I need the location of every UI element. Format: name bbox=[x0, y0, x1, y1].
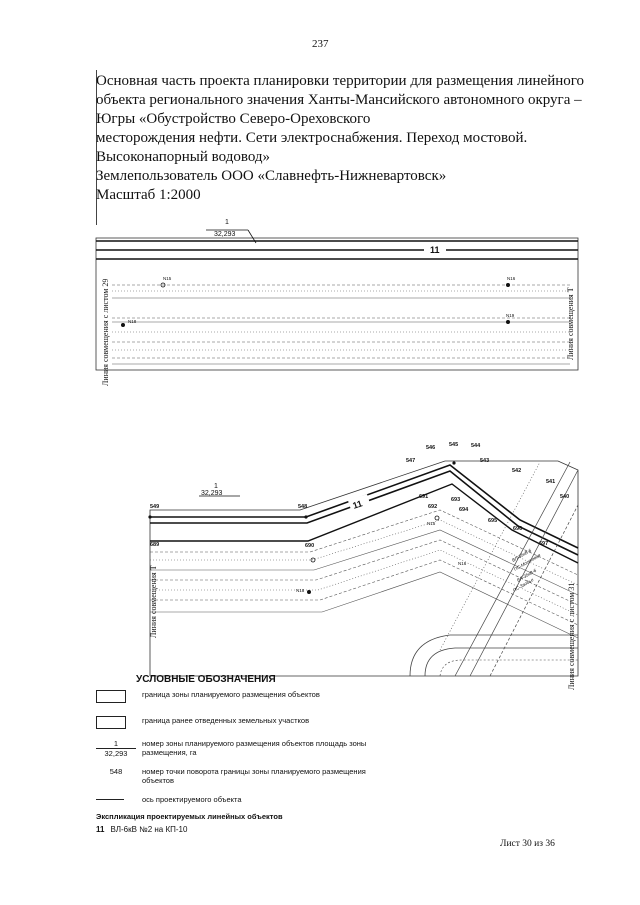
legend-item-text: номер точки поворота границы зоны планир… bbox=[142, 767, 366, 785]
marker-label: N15 bbox=[163, 276, 172, 281]
match-line-label: Линия совмещения с листом 31 bbox=[567, 583, 576, 690]
marker bbox=[307, 590, 311, 594]
zone-area: 32,293 bbox=[201, 490, 223, 497]
point-label: 693 bbox=[451, 497, 460, 503]
zone-number: 1 bbox=[225, 219, 229, 226]
zone-number-symbol: 1 bbox=[113, 739, 119, 748]
point-label: 695 bbox=[488, 518, 497, 524]
explication-row: 11 ВЛ-6кВ №2 на КП-10 bbox=[96, 825, 187, 834]
margin-rule bbox=[96, 70, 97, 225]
legend-item-text: граница ранее отведенных земельных участ… bbox=[142, 716, 310, 725]
legend-item-text: номер зоны планируемого размещения объек… bbox=[142, 739, 367, 757]
point-label: 547 bbox=[406, 458, 415, 464]
point-label: 545 bbox=[449, 442, 458, 448]
point-number-symbol: 548 bbox=[109, 767, 123, 776]
zone-area: 32,293 bbox=[214, 231, 236, 238]
allotted-plot-swatch bbox=[96, 716, 126, 729]
match-line-label: Линия совмещения Т bbox=[566, 287, 575, 360]
page-number: 237 bbox=[312, 38, 329, 50]
axis-line-swatch bbox=[96, 799, 124, 800]
point-label: 543 bbox=[480, 458, 489, 464]
turn-point bbox=[304, 515, 308, 519]
sheet-number: Лист 30 из 36 bbox=[500, 839, 555, 849]
object-number: 11 bbox=[430, 245, 440, 255]
point-label: 548 bbox=[298, 504, 307, 510]
legend: УСЛОВНЫЕ ОБОЗНАЧЕНИЯ bbox=[94, 674, 394, 685]
point-label: 541 bbox=[546, 479, 555, 485]
marker bbox=[121, 323, 125, 327]
turn-point bbox=[148, 515, 152, 519]
point-label: 542 bbox=[512, 468, 521, 474]
legend-item-text: граница зоны планируемого размещения объ… bbox=[142, 690, 320, 699]
point-label: 691 bbox=[419, 494, 428, 500]
marker-label: N16 bbox=[507, 276, 516, 281]
heading-line: Землепользователь ООО «Славнефть-Нижнева… bbox=[96, 168, 447, 184]
heading-line: объекта регионального значения Ханты-Ман… bbox=[96, 92, 582, 108]
point-label: 696 bbox=[513, 526, 522, 532]
marker-label: N15 bbox=[427, 521, 436, 526]
point-label: 692 bbox=[428, 504, 437, 510]
point-label: 540 bbox=[560, 494, 569, 500]
marker-label: N18 bbox=[296, 588, 305, 593]
heading-line: месторождения нефти. Сети электроснабжен… bbox=[96, 130, 528, 146]
point-label: 694 bbox=[459, 507, 469, 513]
object-number: 11 bbox=[351, 498, 363, 510]
explication-title: Экспликация проектируемых линейных объек… bbox=[96, 812, 283, 821]
zone-boundary-swatch bbox=[96, 690, 126, 703]
heading-line: Основная часть проекта планировки террит… bbox=[96, 73, 585, 89]
document-heading: Основная часть проекта планировки террит… bbox=[96, 72, 596, 205]
point-label: 697 bbox=[539, 541, 548, 547]
zone-area-symbol: 32,293 bbox=[96, 748, 136, 758]
explication-number: 11 bbox=[96, 825, 105, 834]
marker bbox=[160, 282, 166, 288]
marker bbox=[506, 283, 510, 287]
turn-point bbox=[452, 461, 456, 465]
point-label: 689 bbox=[150, 542, 159, 548]
marker-label: N16 bbox=[458, 561, 467, 566]
legend-title: УСЛОВНЫЕ ОБОЗНАЧЕНИЯ bbox=[136, 674, 276, 685]
heading-line: Югры «Обустройство Северо-Ореховского bbox=[96, 111, 371, 127]
marker bbox=[310, 557, 316, 563]
heading-line: Масштаб 1:2000 bbox=[96, 187, 201, 203]
point-label: 690 bbox=[305, 543, 314, 549]
heading-line: Высоконапорный водовод» bbox=[96, 149, 271, 165]
match-line-label: Линия совмещения Т bbox=[149, 565, 158, 638]
zone-number: 1 bbox=[214, 483, 218, 490]
marker-label: N19 bbox=[506, 313, 515, 318]
marker-label: N18 bbox=[128, 319, 137, 324]
point-label: 544 bbox=[471, 443, 481, 449]
top-map: 1 32,293 11 N15 N16 N18 N19 Линия совмещ… bbox=[95, 219, 579, 386]
bottom-map: 1 32,293 11 546 545 544 547 543 542 541 … bbox=[148, 442, 579, 690]
match-line-label: Линия совмещения с листом 29 bbox=[101, 279, 110, 386]
explication-text: ВЛ-6кВ №2 на КП-10 bbox=[110, 825, 188, 834]
point-label: 549 bbox=[150, 504, 159, 510]
marker bbox=[506, 320, 510, 324]
point-label: 546 bbox=[426, 445, 435, 451]
marker bbox=[434, 515, 440, 521]
legend-item-text: ось проектируемого объекта bbox=[142, 795, 242, 804]
